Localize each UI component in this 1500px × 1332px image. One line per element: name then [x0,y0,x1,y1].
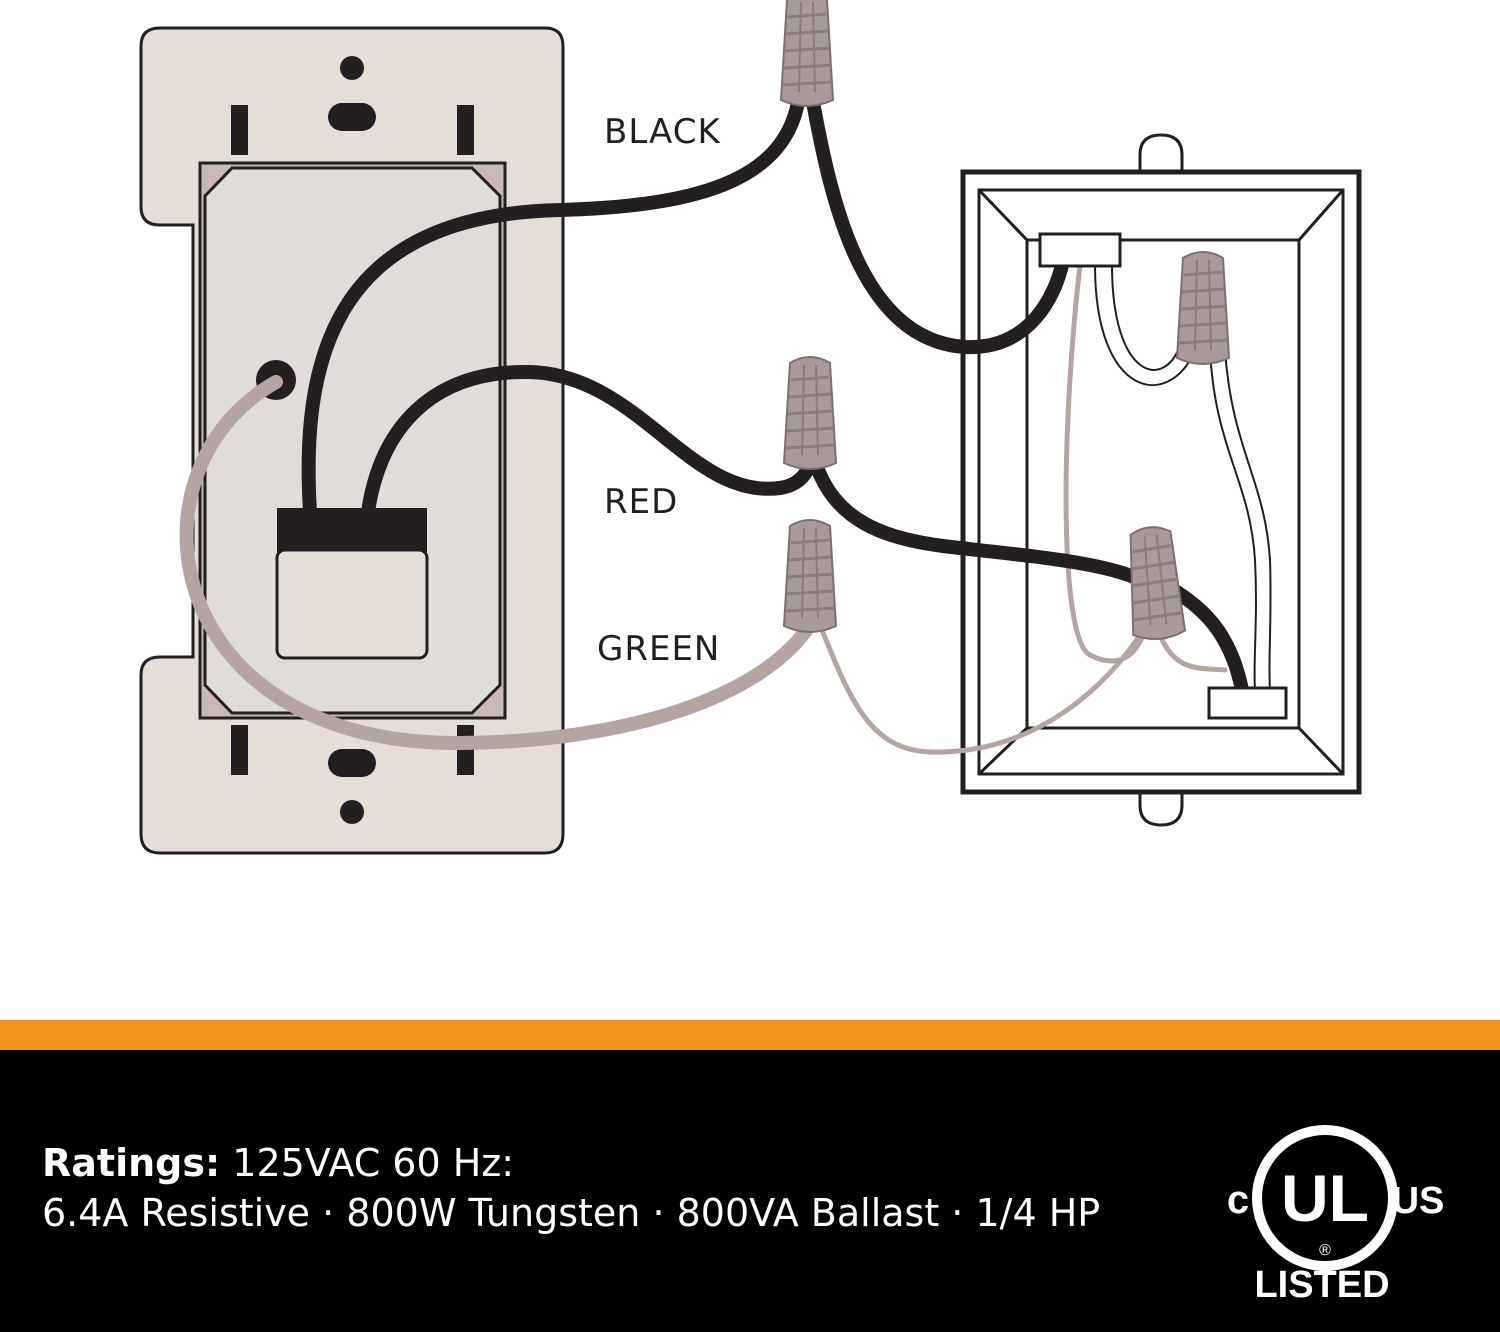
ul-right: US [1392,1180,1445,1222]
ratings-text: Ratings: 125VAC 60 Hz: 6.4A Resistive · … [42,1138,1100,1238]
ground-wires [179,262,1228,755]
label-black: BLACK [604,112,721,152]
ratings-line-2: 6.4A Resistive · 800W Tungsten · 800VA B… [42,1191,1101,1235]
ratings-lead: Ratings: [42,1141,221,1185]
terminal-block-bottom [1207,686,1288,720]
ul-bottom: LISTED [1254,1264,1389,1305]
accent-stripe [0,1020,1500,1050]
black-wires [301,78,1069,519]
ratings-voltage: 125VAC 60 Hz: [232,1141,515,1185]
wire-block [277,508,427,556]
ratings-line-1: Ratings: 125VAC 60 Hz: [42,1138,1100,1188]
screw-hole-bottom [340,800,364,824]
switch-body [198,161,507,720]
slot-bottom [328,749,376,777]
wire-nut-black [779,0,835,108]
ratings-band [0,1050,1500,1332]
ul-registered: ® [1319,1242,1331,1259]
ul-center: UL [1281,1161,1369,1235]
ul-left: c [1227,1178,1249,1222]
wiring-diagram: BLACK RED GREEN [139,0,1362,855]
label-red: RED [604,482,678,522]
wire-nut-box-top [1175,250,1231,366]
wire-block-cover [275,548,429,660]
screw-hole-top [340,56,364,80]
junction-box [960,133,1362,827]
slot-top [328,103,376,131]
label-green: GREEN [597,629,720,669]
ul-listed-logo: c UL ® US LISTED [1227,1125,1445,1305]
terminal-block-top [1038,232,1122,268]
box-white-wires [1094,264,1272,691]
wire-nut-green [782,518,838,634]
wire-nut-red [782,355,838,471]
